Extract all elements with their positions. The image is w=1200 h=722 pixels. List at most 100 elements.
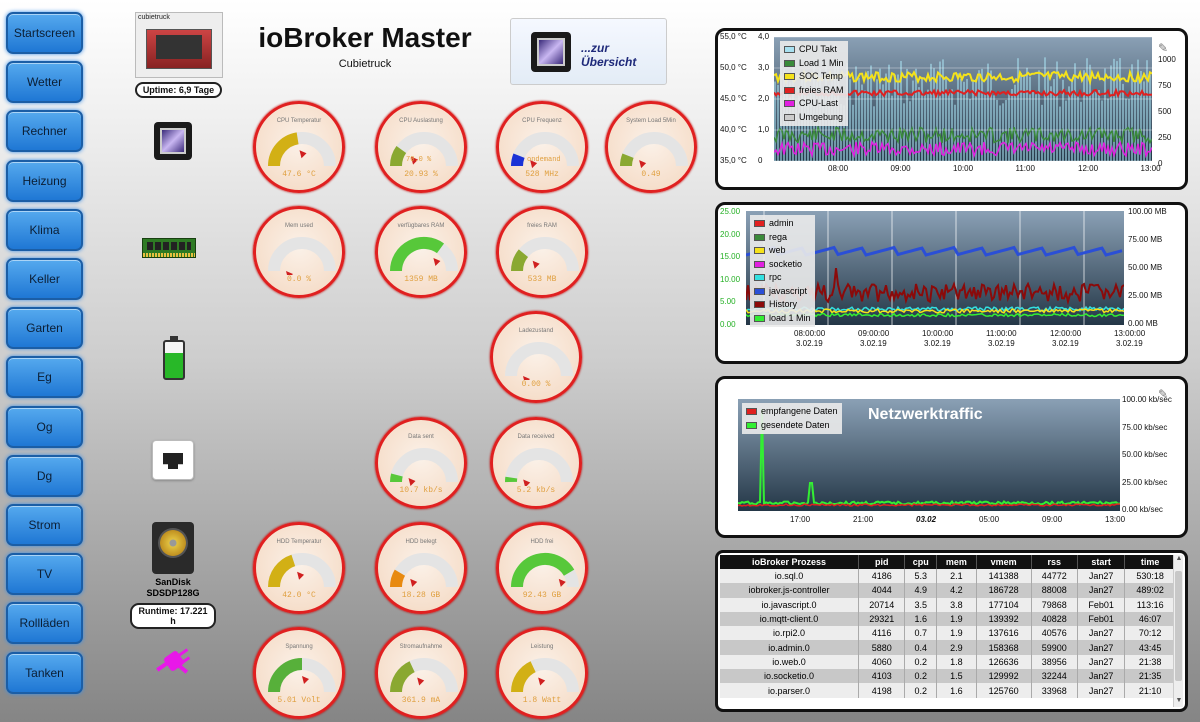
table-cell: 129992 — [976, 669, 1032, 684]
column-header[interactable]: start — [1077, 555, 1126, 569]
nav-button-rechner[interactable]: Rechner — [6, 110, 83, 153]
legend-item[interactable]: freies RAM — [784, 84, 844, 98]
legend-item[interactable]: javascript — [754, 285, 811, 299]
page-subtitle: Cubietruck — [338, 58, 392, 70]
legend-item[interactable]: web — [754, 244, 811, 258]
gauge-value: 5.01 Volt — [277, 696, 321, 705]
ram-module-icon — [142, 238, 196, 258]
gauge-label: Spannung — [285, 644, 313, 650]
column-header[interactable]: time — [1124, 555, 1176, 569]
legend-swatch — [746, 408, 757, 416]
cpu-takt-bar — [930, 63, 932, 161]
legend-item[interactable]: Umgebung — [784, 111, 844, 125]
column-header[interactable]: cpu — [904, 555, 937, 569]
legend-item[interactable]: empfangene Daten — [746, 405, 838, 419]
legend-item[interactable]: load 1 Min — [754, 312, 811, 326]
y-tick-right: 500 — [1158, 107, 1172, 116]
y-tick-left: 10.00 — [720, 274, 741, 284]
table-scrollbar[interactable]: ▲ ▼ — [1173, 555, 1183, 707]
table-cell: 44772 — [1031, 569, 1079, 584]
legend-item[interactable]: CPU Takt — [784, 43, 844, 57]
processor-chip-icon — [531, 32, 571, 72]
nav-button-garten[interactable]: Garten — [6, 307, 83, 350]
cpu-takt-bar — [966, 78, 968, 161]
legend-item[interactable]: CPU-Last — [784, 97, 844, 111]
legend-item[interactable]: Load 1 Min — [784, 57, 844, 71]
y-tick-right: 0.00 kb/sec — [1122, 505, 1163, 514]
column-header[interactable]: vmem — [976, 555, 1032, 569]
nav-button-tanken[interactable]: Tanken — [6, 651, 83, 694]
legend-label: rega — [769, 231, 788, 242]
legend-swatch — [784, 100, 795, 108]
column-header[interactable]: pid — [858, 555, 906, 569]
legend-swatch — [754, 233, 765, 241]
nav-button-klima[interactable]: Klima — [6, 208, 83, 251]
nav-button-tv[interactable]: TV — [6, 553, 83, 596]
edit-pencil-icon[interactable]: ✎ — [1158, 387, 1169, 401]
column-header[interactable]: mem — [936, 555, 977, 569]
y-tick-right: 25.00 kb/sec — [1122, 477, 1168, 487]
photo-label: cubietruck — [138, 14, 170, 21]
column-header[interactable]: ioBroker Prozess — [720, 555, 859, 569]
nav-button-rolllden[interactable]: Rollläden — [6, 602, 83, 645]
overview-link-button[interactable]: ...zur Übersicht — [510, 18, 667, 85]
y-tick-left: 0.00 — [720, 320, 736, 329]
cpu-takt-bar — [885, 73, 887, 161]
legend-item[interactable]: admin — [754, 217, 811, 231]
nav-button-strom[interactable]: Strom — [6, 504, 83, 546]
series-line — [774, 140, 1152, 159]
table-cell: 5.3 — [904, 569, 937, 584]
legend-item[interactable]: SOC Temp — [784, 70, 844, 84]
table-cell: 5880 — [858, 640, 906, 655]
legend-item[interactable]: rega — [754, 231, 811, 245]
legend-item[interactable]: rpc — [754, 271, 811, 285]
y-tick-right: 250 — [1158, 133, 1172, 142]
table-cell: 113:16 — [1124, 597, 1176, 612]
legend-item[interactable]: gesendete Daten — [746, 419, 838, 433]
nav-button-wetter[interactable]: Wetter — [6, 61, 83, 104]
cpu-takt-bar — [1002, 103, 1004, 161]
column-header[interactable]: rss — [1031, 555, 1079, 569]
nav-button-dg[interactable]: Dg — [6, 454, 83, 497]
nav-button-og[interactable]: Og — [6, 405, 83, 448]
table-cell: 0.7 — [904, 626, 937, 641]
table-cell: 88008 — [1031, 583, 1079, 598]
nav-button-eg[interactable]: Eg — [6, 356, 83, 399]
legend-label: History — [769, 299, 798, 309]
gauge-arc — [505, 448, 573, 486]
cpu-takt-bar — [1119, 58, 1121, 161]
nav-button-heizung[interactable]: Heizung — [6, 159, 83, 202]
cpu-takt-bar — [1134, 81, 1136, 161]
cpu-takt-bar — [981, 68, 983, 161]
nav-button-keller[interactable]: Keller — [6, 258, 83, 300]
legend-item[interactable]: History — [754, 298, 811, 312]
legend-label: CPU Takt — [799, 44, 837, 54]
gauge-needle — [530, 160, 538, 169]
y-tick-left: 20.00 — [720, 229, 741, 239]
edit-pencil-icon[interactable]: ✎ — [1158, 41, 1169, 55]
table-cell: 1.6 — [936, 683, 977, 698]
cpu-takt-bar — [1005, 100, 1007, 161]
legend-item[interactable]: socketio — [754, 258, 811, 272]
gauge-arc — [390, 448, 458, 486]
cpu-takt-bar — [1077, 96, 1079, 161]
nav-button-startscreen[interactable]: Startscreen — [6, 12, 83, 54]
gauge-needle — [286, 271, 293, 275]
cpu-takt-bar — [888, 64, 890, 161]
gauge-arc — [511, 658, 579, 693]
cpu-takt-bar — [984, 94, 986, 161]
gauge-label: HDD belegt — [405, 539, 437, 545]
